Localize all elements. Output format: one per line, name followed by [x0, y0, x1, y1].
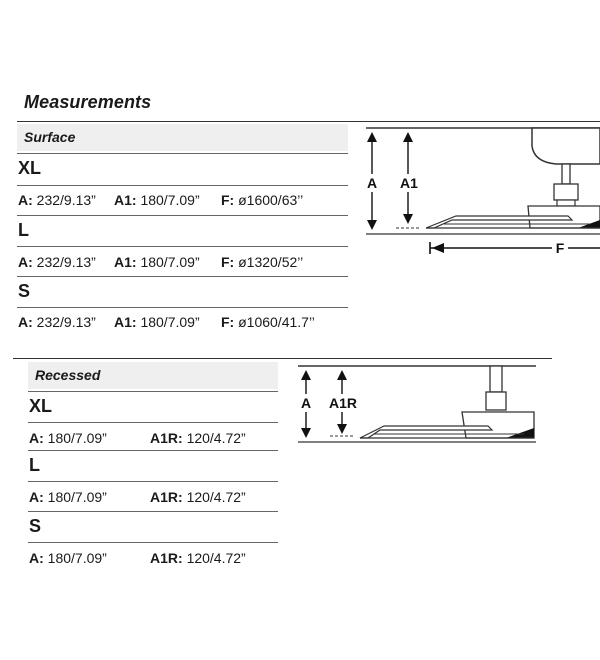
dim-value: 120/4.72”: [186, 550, 246, 566]
divider: [28, 481, 278, 482]
divider: [17, 276, 348, 277]
dim-value: 180/7.09”: [140, 192, 200, 208]
dimension-row: A1: 180/7.09”: [114, 192, 200, 208]
divider: [17, 185, 348, 186]
diagram-label-f: F: [556, 240, 565, 256]
dim-label: A:: [29, 489, 44, 505]
dimension-row: F: ø1600/63’’: [221, 192, 303, 208]
divider: [17, 153, 348, 154]
size-label: L: [18, 220, 29, 240]
dim-label: A1R:: [150, 489, 183, 505]
dim-value: 180/7.09”: [140, 254, 200, 270]
divider: [17, 246, 348, 247]
dimension-row: A: 180/7.09”: [29, 550, 107, 566]
dim-value: 232/9.13”: [36, 254, 96, 270]
dimension-row: F: ø1320/52’’: [221, 254, 303, 270]
dim-label: F:: [221, 192, 235, 208]
dim-value: 180/7.09”: [47, 550, 107, 566]
dimension-row: A: 180/7.09”: [29, 489, 107, 505]
diagram-label-a1: A1: [400, 175, 418, 191]
dim-label: A1R:: [150, 430, 183, 446]
dim-value: ø1060/41.7’’: [238, 314, 315, 330]
dim-label: F:: [221, 314, 235, 330]
divider: [28, 511, 278, 512]
dim-label: A:: [29, 430, 44, 446]
dimension-row: A: 232/9.13”: [18, 192, 96, 208]
surface-mount-diagram: A A1 F: [364, 127, 600, 256]
dimension-row: A: 180/7.09”: [29, 430, 107, 446]
dim-value: 120/4.72”: [186, 489, 246, 505]
dim-label: A1:: [114, 192, 137, 208]
dim-label: A1:: [114, 254, 137, 270]
dim-value: 232/9.13”: [36, 192, 96, 208]
size-label: XL: [18, 158, 42, 178]
dim-label: A:: [18, 254, 33, 270]
page-title: Measurements: [24, 92, 152, 112]
dim-value: 180/7.09”: [47, 430, 107, 446]
dim-label: F:: [221, 254, 235, 270]
diagram-label-a: A: [301, 395, 311, 411]
recessed-mount-diagram: A A1R: [298, 365, 536, 443]
dim-value: 232/9.13”: [36, 314, 96, 330]
dimension-row: A: 232/9.13”: [18, 254, 96, 270]
divider: [17, 215, 348, 216]
dimension-row: A: 232/9.13”: [18, 314, 96, 330]
dimension-row: A1: 180/7.09”: [114, 314, 200, 330]
dim-value: 120/4.72”: [186, 430, 246, 446]
divider: [28, 391, 278, 392]
dim-label: A1:: [114, 314, 137, 330]
divider: [28, 542, 278, 543]
divider: [28, 450, 278, 451]
dim-label: A:: [18, 192, 33, 208]
dimension-row: A1R: 120/4.72”: [150, 489, 246, 505]
divider: [17, 307, 348, 308]
dimension-row: F: ø1060/41.7’’: [221, 314, 315, 330]
size-label: L: [29, 455, 40, 475]
divider: [28, 422, 278, 423]
diagram-label-a1r: A1R: [329, 395, 357, 411]
dim-label: A:: [29, 550, 44, 566]
dimension-row: A1R: 120/4.72”: [150, 430, 246, 446]
dimension-row: A1: 180/7.09”: [114, 254, 200, 270]
dim-label: A:: [18, 314, 33, 330]
dim-value: ø1320/52’’: [238, 254, 304, 270]
diagram-label-a: A: [367, 175, 377, 191]
dim-label: A1R:: [150, 550, 183, 566]
size-label: XL: [29, 396, 53, 416]
recessed-heading: Recessed: [28, 362, 278, 389]
surface-heading: Surface: [17, 124, 348, 151]
size-label: S: [29, 516, 42, 536]
dim-value: ø1600/63’’: [238, 192, 304, 208]
section-divider: [13, 358, 552, 359]
size-label: S: [18, 281, 31, 301]
dim-value: 180/7.09”: [140, 314, 200, 330]
title-divider: [17, 121, 600, 122]
dimension-row: A1R: 120/4.72”: [150, 550, 246, 566]
dim-value: 180/7.09”: [47, 489, 107, 505]
